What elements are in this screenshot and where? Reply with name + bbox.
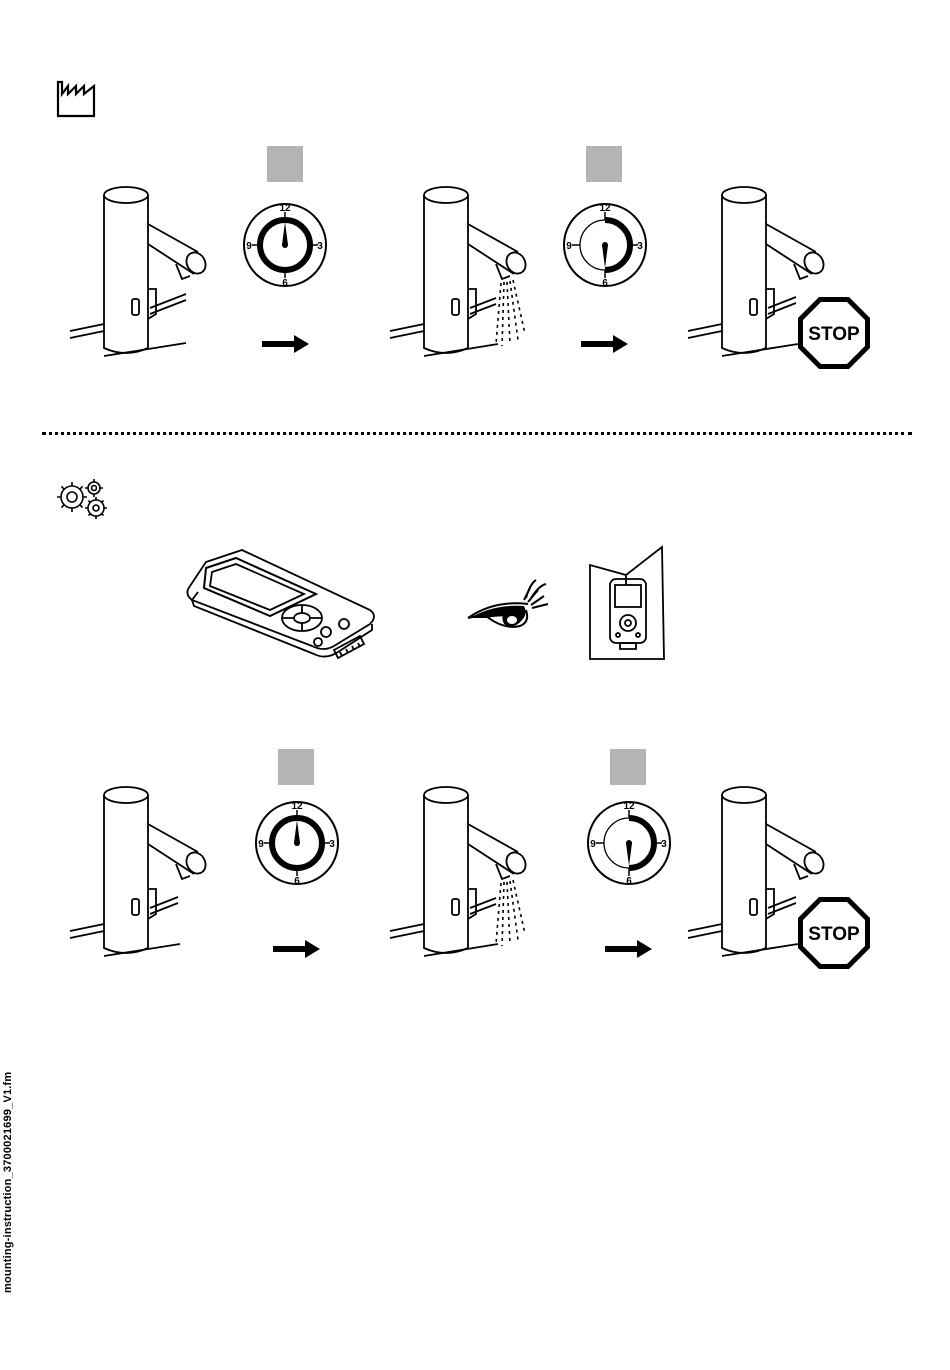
grey-marker	[610, 749, 646, 785]
dial-mark-6: 6	[282, 278, 288, 289]
dial-mark-6: 6	[294, 876, 300, 887]
dial-mark-6: 6	[626, 876, 632, 887]
grey-marker	[278, 749, 314, 785]
remote-control-icon	[184, 548, 380, 672]
arrow-right-icon	[581, 334, 629, 354]
dial-mark-12: 12	[599, 203, 611, 214]
dial-mark-9: 9	[246, 241, 252, 252]
dial-mark-12: 12	[279, 203, 291, 214]
arrow-right-icon	[273, 939, 321, 959]
arrow-right-icon	[605, 939, 653, 959]
timer-dial-full: 12 3 6 9	[254, 800, 340, 886]
arrow-right-icon	[262, 334, 310, 354]
dial-mark-9: 9	[566, 241, 572, 252]
timer-dial-full: 12 3 6 9	[242, 202, 328, 288]
dial-mark-3: 3	[317, 241, 323, 252]
stop-sign-icon: STOP	[797, 896, 871, 970]
eye-icon	[464, 574, 556, 634]
factory-icon	[56, 80, 96, 118]
stop-sign-icon: STOP	[797, 296, 871, 370]
dial-mark-12: 12	[623, 801, 635, 812]
faucet-icon	[68, 786, 218, 961]
dial-mark-6: 6	[602, 278, 608, 289]
stop-label: STOP	[808, 324, 860, 345]
manual-booklet-icon	[588, 545, 668, 663]
gears-icon	[54, 478, 112, 520]
faucet-running-icon	[388, 786, 538, 961]
dial-mark-3: 3	[661, 839, 667, 850]
faucet-running-icon	[388, 186, 538, 361]
dial-mark-9: 9	[258, 839, 264, 850]
dial-mark-12: 12	[291, 801, 303, 812]
timer-dial-half: 12 3 6 9	[586, 800, 672, 886]
section-divider	[42, 432, 912, 435]
grey-marker	[267, 146, 303, 182]
dial-mark-9: 9	[590, 839, 596, 850]
grey-marker	[586, 146, 622, 182]
dial-mark-3: 3	[329, 839, 335, 850]
document-filename: mounting-instruction_3700021699_V1.fm	[2, 1072, 14, 1293]
faucet-icon	[68, 186, 218, 361]
timer-dial-half: 12 3 6 9	[562, 202, 648, 288]
dial-mark-3: 3	[637, 241, 643, 252]
stop-label: STOP	[808, 924, 860, 945]
